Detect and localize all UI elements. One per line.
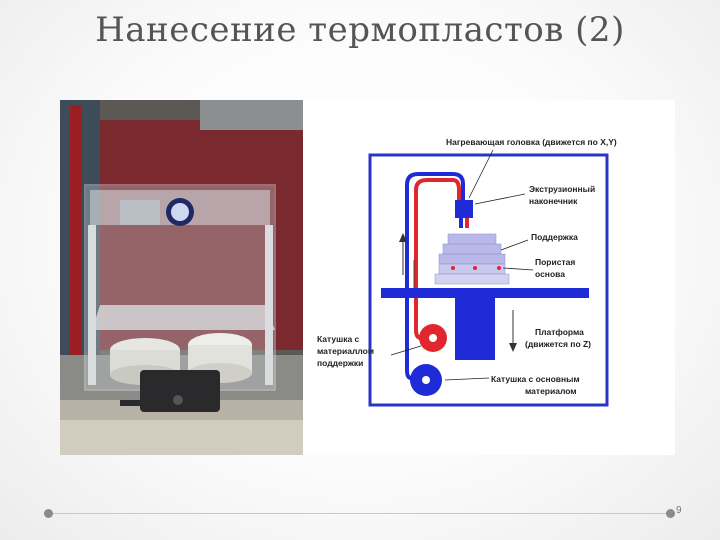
footer-dot-right (666, 509, 675, 518)
label-porous-base-2: основа (535, 269, 565, 279)
label-support-spool-3: поддержки (317, 358, 363, 368)
footer-divider (48, 513, 672, 514)
label-support-spool-2: материаллом (317, 346, 374, 356)
label-porous-base-1: Пористая (535, 257, 575, 267)
label-platform-2: (движется по Z) (525, 339, 591, 349)
footer-dot-left (44, 509, 53, 518)
label-heating-head: Нагревающая головка (движется по X,Y) (446, 137, 617, 147)
label-main-spool-1: Катушка с основным (491, 374, 580, 384)
slide-title: Нанесение термопластов (2) (0, 10, 720, 50)
label-extrusion-nozzle-2: наконечник (529, 196, 578, 206)
page-number: 9 (676, 505, 682, 516)
fdm-diagram: Нагревающая головка (движется по X,Y) Эк… (303, 100, 675, 455)
extrusion-head (455, 200, 473, 218)
label-extrusion-nozzle-1: Экструзионный (529, 184, 595, 194)
label-support: Поддержка (531, 232, 578, 242)
label-platform-1: Платформа (535, 327, 584, 337)
printer-photo (60, 100, 303, 455)
label-main-spool-2: материалом (525, 386, 577, 396)
platform (381, 288, 589, 298)
label-support-spool-1: Катушка с (317, 334, 360, 344)
